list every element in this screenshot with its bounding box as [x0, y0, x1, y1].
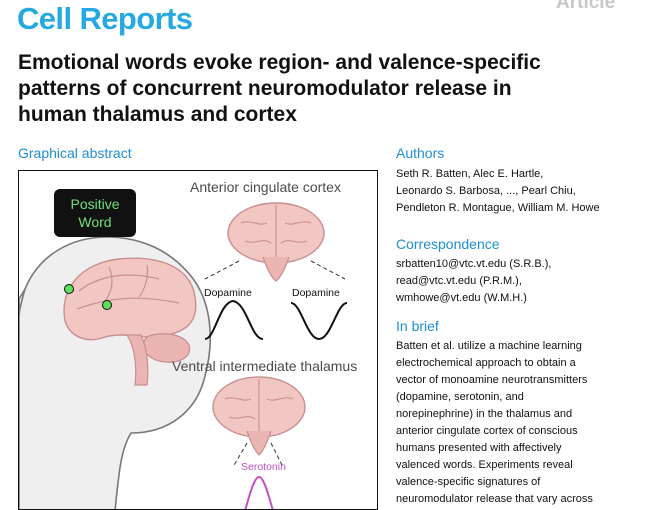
dopamine-curve-right — [290, 302, 348, 341]
brainstem — [125, 334, 149, 386]
coronal-brain-thalamus — [212, 376, 306, 456]
word-box-line: Word — [78, 214, 112, 230]
title-line: Emotional words evoke region- and valenc… — [18, 51, 541, 74]
graphical-abstract-illustration — [19, 202, 348, 509]
graphical-abstract-figure: Positive Word Anterior cingulate cortex … — [18, 170, 378, 510]
acc-region-label: Anterior cingulate cortex — [190, 179, 341, 195]
correspondence-heading: Correspondence — [396, 236, 500, 252]
article-type-tag: Article — [556, 0, 616, 13]
thalamus-marker — [102, 300, 112, 310]
in-brief-line: norepinephrine) in the thalamus and — [396, 408, 573, 420]
email-link[interactable]: read@vtc.vt.edu (P.R.M.), — [396, 275, 522, 287]
brain-sagittal — [63, 257, 197, 341]
in-brief-heading: In brief — [396, 318, 439, 334]
email-link[interactable]: srbatten10@vtc.vt.edu (S.R.B.), — [396, 258, 552, 270]
email-link[interactable]: wmhowe@vt.edu (W.M.H.) — [396, 292, 527, 304]
serotonin-curve — [244, 475, 274, 509]
title-line: patterns of concurrent neuromodulator re… — [18, 77, 512, 100]
in-brief-line: anterior cingulate cortex of conscious — [396, 425, 578, 437]
authors-list: Seth R. Batten, Alec E. Hartle, Leonardo… — [396, 166, 658, 217]
serotonin-label: Serotonin — [241, 461, 286, 473]
authors-line: Seth R. Batten, Alec E. Hartle, — [396, 168, 544, 180]
in-brief-line: vector of monoamine neurotransmitters — [396, 374, 588, 386]
dopamine-label-left: Dopamine — [204, 287, 252, 299]
acc-marker — [64, 284, 74, 294]
in-brief-line: valence-specific signatures of — [396, 476, 541, 488]
face-profile — [19, 288, 26, 331]
positive-word-box: Positive Word — [54, 189, 136, 237]
dopamine-curve-left — [204, 299, 264, 340]
authors-heading: Authors — [396, 145, 445, 161]
graphical-abstract-heading: Graphical abstract — [18, 145, 132, 161]
authors-line: Pendleton R. Montague, William M. Howe — [396, 202, 600, 214]
in-brief-line: valenced words. Experiments reveal — [396, 459, 573, 471]
in-brief-line: electrochemical approach to obtain a — [396, 357, 576, 369]
authors-line: Leonardo S. Barbosa, ..., Pearl Chiu, — [396, 185, 576, 197]
coronal-brain-acc — [227, 202, 325, 282]
paper-title: Emotional words evoke region- and valenc… — [18, 50, 648, 128]
in-brief-line: Batten et al. utilize a machine learning — [396, 340, 582, 352]
correspondence-list: srbatten10@vtc.vt.edu (S.R.B.), read@vtc… — [396, 256, 658, 307]
in-brief-line: (dopamine, serotonin, and — [396, 391, 524, 403]
thalamus-region-label: Ventral intermediate thalamus — [172, 358, 358, 374]
title-line: human thalamus and cortex — [18, 103, 297, 126]
in-brief-text: Batten et al. utilize a machine learning… — [396, 338, 658, 508]
journal-title: Cell Reports — [17, 1, 193, 36]
word-box-line: Positive — [70, 196, 120, 212]
dopamine-label-right: Dopamine — [292, 287, 340, 299]
in-brief-line: humans presented with affectively — [396, 442, 562, 454]
